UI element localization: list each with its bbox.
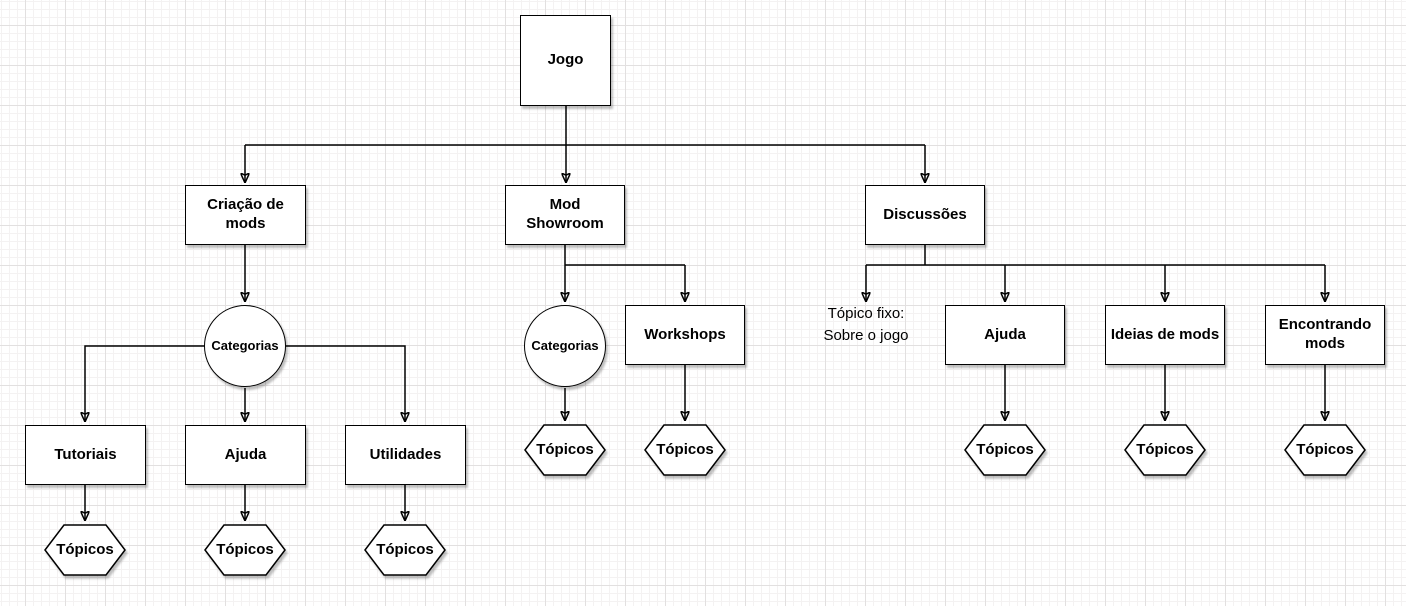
node-label: Tópicos <box>536 440 594 458</box>
node-label: Tópicos <box>656 440 714 458</box>
hexagon-shape <box>364 524 446 576</box>
node-topicos-utilidades[interactable]: Tópicos <box>364 524 446 576</box>
node-label: Criação de mods <box>207 196 284 232</box>
node-topicos-categorias-showroom[interactable]: Tópicos <box>524 424 606 476</box>
node-label: Encontrando mods <box>1278 316 1372 352</box>
hexagon-shape <box>1124 424 1206 476</box>
hexagon-shape <box>1284 424 1366 476</box>
hexagon-shape <box>644 424 726 476</box>
node-label: Tópicos <box>216 540 274 558</box>
node-label: Categorias <box>211 337 279 353</box>
node-criacao-de-mods[interactable]: Criação de mods <box>185 185 306 245</box>
node-label: Tópicos <box>376 540 434 558</box>
node-categorias-criacao[interactable]: Categorias <box>204 305 286 387</box>
node-jogo[interactable]: Jogo <box>520 15 611 106</box>
node-label: Tópicos <box>976 440 1034 458</box>
hexagon-shape <box>204 524 286 576</box>
node-topicos-tutoriais[interactable]: Tópicos <box>44 524 126 576</box>
node-label: Tópico fixo: Sobre o jogo <box>823 305 909 344</box>
node-label: Ajuda <box>984 325 1026 343</box>
hexagon-shape <box>44 524 126 576</box>
hexagon-shape <box>524 424 606 476</box>
node-label: Jogo <box>547 51 584 69</box>
node-topicos-ajuda-discussoes[interactable]: Tópicos <box>964 424 1046 476</box>
node-label: Tópicos <box>56 540 114 558</box>
node-encontrando-mods[interactable]: Encontrando mods <box>1265 305 1385 365</box>
node-tutoriais[interactable]: Tutoriais <box>25 425 146 485</box>
node-categorias-showroom[interactable]: Categorias <box>524 305 606 387</box>
node-label: Tutoriais <box>54 445 117 463</box>
node-mod-showroom[interactable]: Mod Showroom <box>505 185 625 245</box>
node-label: Categorias <box>531 337 599 353</box>
hexagon-shape <box>964 424 1046 476</box>
node-label: Tópicos <box>1136 440 1194 458</box>
node-label: Ajuda <box>224 445 267 463</box>
node-label: Discussões <box>883 205 967 223</box>
node-topicos-ideias[interactable]: Tópicos <box>1124 424 1206 476</box>
node-label: Utilidades <box>369 445 442 463</box>
node-topicos-encontrando[interactable]: Tópicos <box>1284 424 1366 476</box>
node-utilidades[interactable]: Utilidades <box>345 425 466 485</box>
node-topicos-workshops[interactable]: Tópicos <box>644 424 726 476</box>
node-label: Mod Showroom <box>526 196 604 232</box>
node-discussoes[interactable]: Discussões <box>865 185 985 245</box>
node-ajuda-criacao[interactable]: Ajuda <box>185 425 306 485</box>
node-label: Ideias de mods <box>1110 325 1220 343</box>
node-label: Tópicos <box>1296 440 1354 458</box>
node-ajuda-discussoes[interactable]: Ajuda <box>945 305 1065 365</box>
node-topicos-ajuda-criacao[interactable]: Tópicos <box>204 524 286 576</box>
node-label: Workshops <box>644 325 726 343</box>
edge-categorias-to-utilidades <box>286 345 405 422</box>
node-ideias-de-mods[interactable]: Ideias de mods <box>1105 305 1225 365</box>
edge-categorias-to-tutoriais <box>85 345 205 422</box>
node-workshops[interactable]: Workshops <box>625 305 745 365</box>
node-topico-fixo[interactable]: Tópico fixo: Sobre o jogo <box>791 303 941 347</box>
